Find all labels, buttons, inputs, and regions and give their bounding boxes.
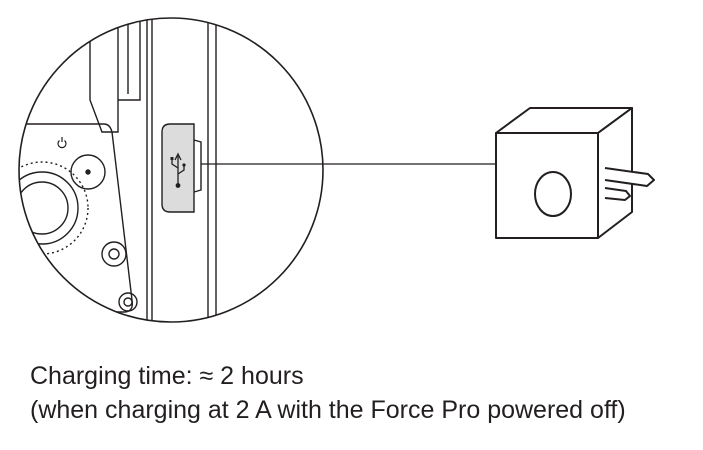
- charging-illustration: [18, 17, 655, 323]
- charging-condition-text: (when charging at 2 A with the Force Pro…: [30, 396, 626, 424]
- charging-time-text: Charging time: ≈ 2 hours: [30, 362, 304, 390]
- power-adapter-icon: [495, 107, 655, 239]
- lower-button: [118, 292, 138, 312]
- power-button: [70, 154, 106, 190]
- zoom-circle: [18, 17, 324, 323]
- control-dial: [19, 161, 89, 255]
- function-button: [101, 241, 127, 267]
- usb-icon: [170, 152, 186, 188]
- power-icon: [57, 137, 67, 149]
- device-zoom-view: [19, 20, 217, 322]
- usb-port-cover: [161, 123, 202, 213]
